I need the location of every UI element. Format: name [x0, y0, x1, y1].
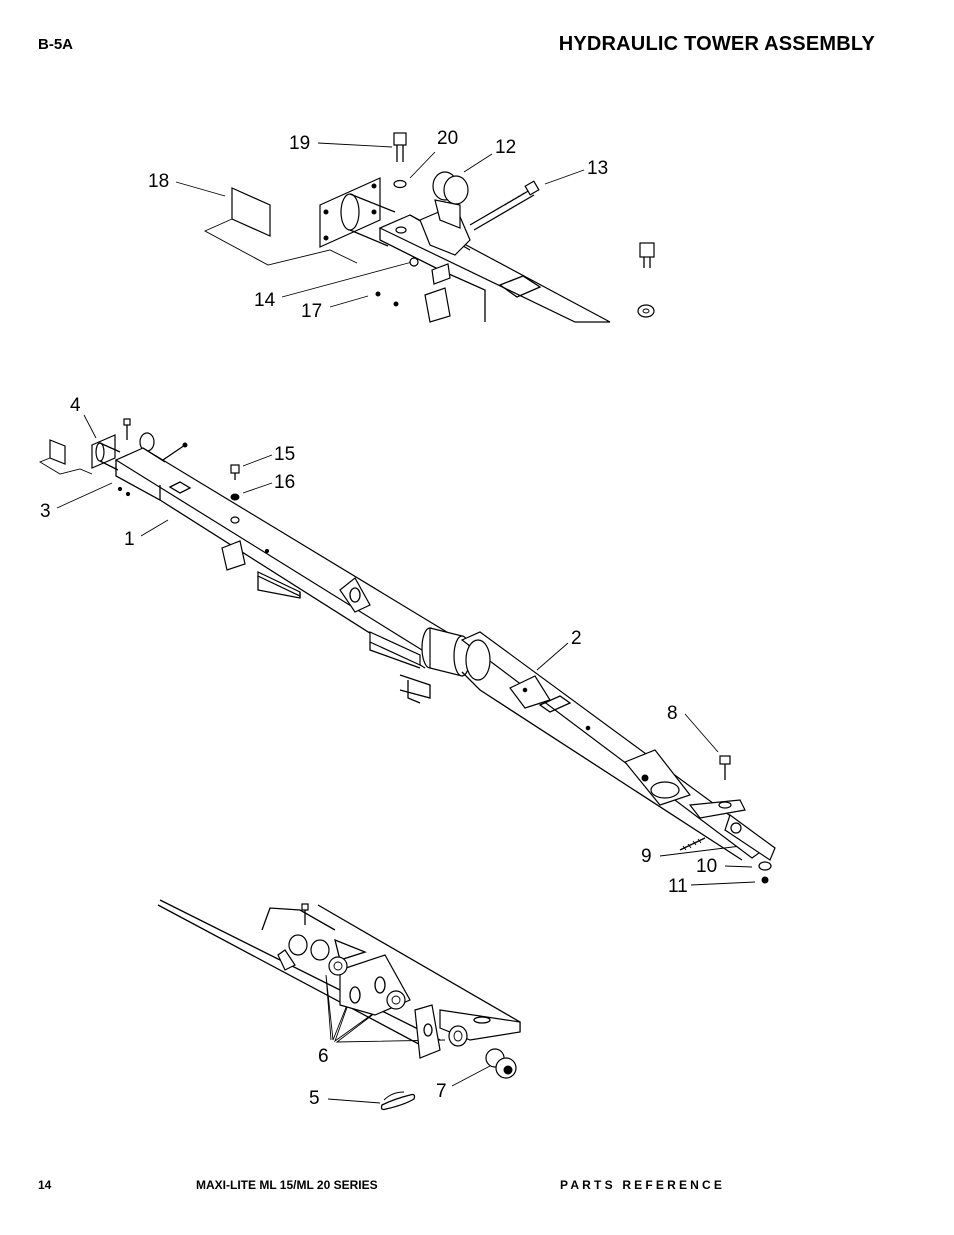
callout-7: 7	[436, 1081, 447, 1102]
callout-11: 11	[668, 876, 688, 897]
callout-12: 12	[495, 137, 516, 158]
page-title: HYDRAULIC TOWER ASSEMBLY	[558, 33, 875, 55]
callout-20: 20	[437, 128, 458, 149]
callout-3: 3	[40, 501, 51, 522]
bottom-detail-drawing: 6 5 7	[157, 899, 521, 1111]
callout-5: 5	[309, 1088, 320, 1109]
callout-13: 13	[587, 158, 608, 179]
callout-1: 1	[124, 529, 135, 550]
callout-18: 18	[148, 171, 169, 192]
callout-2: 2	[571, 628, 582, 649]
callout-9: 9	[641, 846, 652, 867]
callout-6: 6	[318, 1046, 329, 1067]
callout-14: 14	[254, 290, 276, 311]
callout-8: 8	[667, 703, 678, 724]
page-number: 14	[38, 1178, 52, 1192]
section-code: B-5A	[38, 36, 74, 53]
main-assembly-drawing: 4 3 1 15 16 2 8 9 10 11	[38, 395, 776, 897]
callout-16: 16	[274, 472, 295, 493]
parts-reference-label: PARTS REFERENCE	[560, 1178, 726, 1192]
top-detail-drawing: 19 20 12 13 18 14 17	[148, 128, 655, 323]
callout-15: 15	[274, 444, 295, 465]
callout-19: 19	[289, 133, 310, 154]
callout-10: 10	[696, 856, 717, 877]
series-name: MAXI-LITE ML 15/ML 20 SERIES	[196, 1178, 378, 1192]
callout-17: 17	[301, 301, 322, 322]
callout-4: 4	[70, 395, 81, 416]
